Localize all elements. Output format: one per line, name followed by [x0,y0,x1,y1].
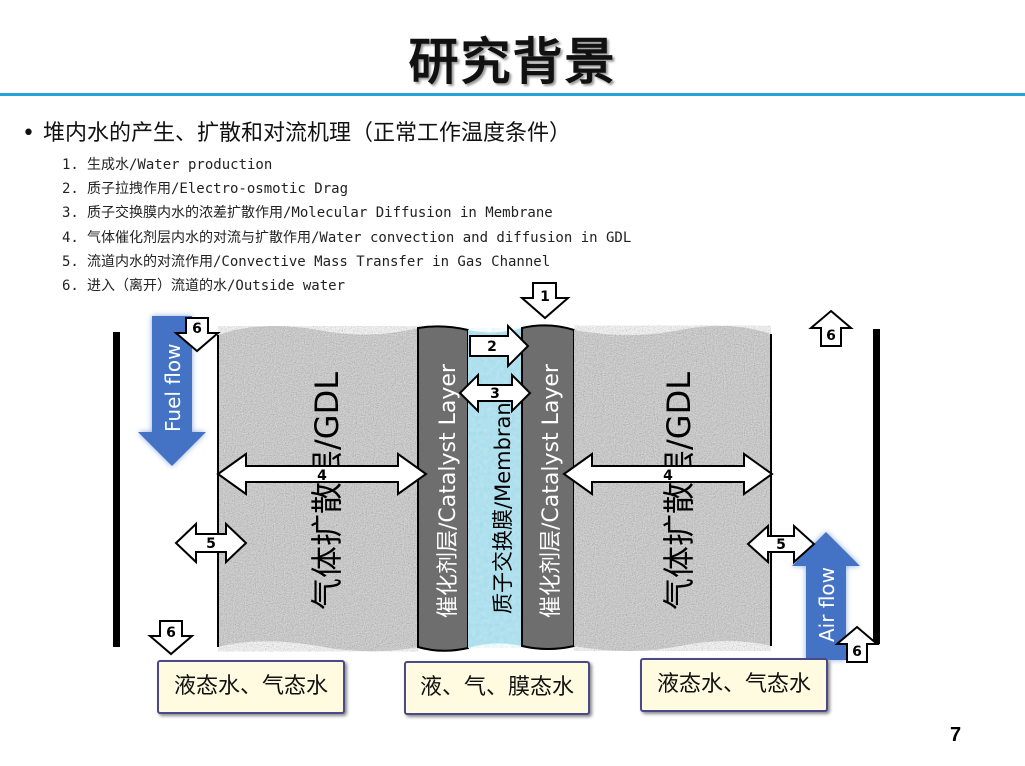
arrow-6-bottom-right: 6 [834,625,880,663]
main-bullet: • 堆内水的产生、扩散和对流机理（正常工作温度条件） [22,115,571,147]
list-item: 6.进入（离开）流道的水/Outside water [62,277,346,294]
gdl-right [574,325,772,651]
list-item: 3.质子交换膜内水的浓差扩散作用/Molecular Diffusion in … [62,205,553,222]
arrow-4-left: 4 [216,452,428,496]
arrow-6-top-right-label: 6 [826,328,836,344]
right-plate [873,329,880,644]
arrow-4-right-label: 4 [663,468,673,484]
list-item: 4.气体催化剂层内水的对流与扩散作用/Water convection and … [62,229,632,246]
arrow-4-left-label: 4 [317,468,327,484]
arrow-5-right-label: 5 [776,537,786,553]
arrow-5-right: 5 [746,523,816,565]
gdl-left [217,326,418,652]
mechanism-list: 1.生成水/Water production 2.质子拉拽作用/Electro-… [62,155,631,300]
arrow-5-left-label: 5 [206,536,216,552]
gdl-left-label: 气体扩散层/GDL [308,372,346,610]
fuel-flow-arrow: Fuel flow [138,316,206,466]
arrow-4-right: 4 [562,452,774,496]
arrow-6-bottom-left: 6 [147,620,195,656]
water-state-box-left: 液态水、气态水 [157,660,345,714]
arrow-3-label: 3 [490,386,500,402]
slide-title: 研究背景 [408,33,617,91]
water-state-box-right: 液态水、气态水 [640,658,828,712]
air-flow-label: Air flow [815,567,839,642]
title-rule [0,93,1025,96]
air-flow-arrow: Air flow [792,532,860,660]
arrow-3: 3 [458,372,532,414]
gdl-right-label: 气体扩散层/GDL [660,372,698,610]
arrow-2-label: 2 [487,339,497,355]
membrane [468,328,522,648]
water-state-box-middle: 液、气、膜态水 [404,661,590,715]
page-number: 7 [950,724,962,746]
membrane-label: 质子交换膜/Membrane [491,389,515,614]
arrow-6-bottom-left-label: 6 [166,625,176,641]
catalyst-left-label: 催化剂层/Catalyst Layer [436,363,461,618]
list-item: 1.生成水/Water production [62,157,273,173]
arrow-1: 1 [519,282,571,320]
left-plate [113,332,120,647]
arrow-6-bottom-right-label: 6 [852,644,862,660]
arrow-5-left: 5 [174,521,248,565]
arrow-6-top-left: 6 [173,317,221,353]
arrow-6-top-right: 6 [808,309,854,347]
arrow-2: 2 [469,323,530,369]
fuel-flow-label: Fuel flow [161,344,185,433]
bullet-text: 堆内水的产生、扩散和对流机理（正常工作温度条件） [42,121,571,146]
list-item: 2.质子拉拽作用/Electro-osmotic Drag [62,181,349,198]
arrow-6-top-left-label: 6 [192,321,202,337]
list-item: 5.流道内水的对流作用/Convective Mass Transfer in … [62,253,551,270]
arrow-1-label: 1 [540,289,550,305]
bullet-dot: • [22,121,35,146]
catalyst-right-label: 催化剂层/Catalyst Layer [539,363,564,618]
